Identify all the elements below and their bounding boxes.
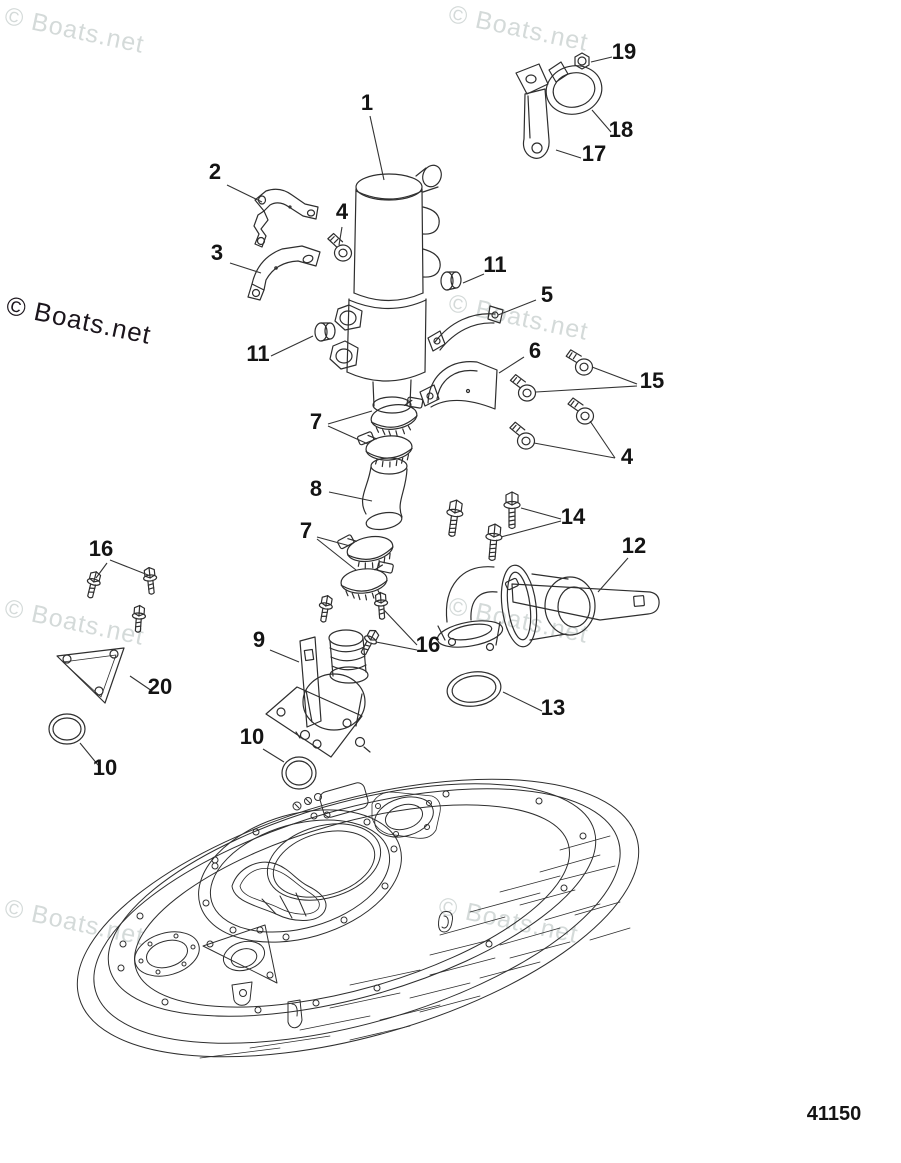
part-2-bracket — [253, 188, 319, 248]
callout-11: 11 — [246, 341, 269, 366]
part-4-screw — [567, 397, 595, 425]
part-14-bolt — [443, 498, 466, 538]
callout-6: 6 — [529, 338, 541, 363]
part-11-plug — [440, 271, 462, 291]
callout-16b: 16 — [416, 632, 440, 657]
callout-1: 1 — [361, 90, 373, 115]
part-16-bolt — [130, 604, 147, 634]
callout-18: 18 — [609, 117, 633, 142]
callout-17: 17 — [582, 141, 606, 166]
part-4-screw — [324, 232, 355, 263]
part-6-saddle — [419, 361, 498, 410]
callout-12: 12 — [622, 533, 646, 558]
part-19-nut — [574, 52, 590, 70]
part-16-bolt — [373, 591, 390, 621]
callout-15: 15 — [640, 368, 664, 393]
part-18-clamp — [545, 61, 603, 115]
part-5-strap — [427, 305, 504, 352]
part-7-hose-clamp — [368, 394, 429, 440]
callout-20: 20 — [148, 674, 172, 699]
part-7-hose-clamp — [338, 559, 398, 603]
diagram-number: 41150 — [807, 1103, 862, 1125]
part-1-muffler — [329, 164, 442, 414]
part-20-plate — [56, 647, 125, 704]
callout-13: 13 — [541, 695, 565, 720]
mounting-plate — [76, 778, 640, 1059]
callout-7: 7 — [310, 409, 322, 434]
part-7-hose-clamp — [335, 526, 397, 574]
callout-19: 19 — [612, 39, 636, 64]
callout-8: 8 — [310, 476, 322, 501]
part-15-screw — [565, 347, 594, 377]
part-16-bolt — [82, 569, 104, 600]
leader-lines — [79, 56, 638, 766]
part-16-bolt — [141, 566, 159, 596]
part-11-plug — [314, 322, 336, 342]
callout-3: 3 — [211, 240, 223, 265]
part-14-bolt — [483, 522, 504, 562]
part-17-bracket — [515, 63, 550, 159]
callout-11b: 11 — [483, 252, 506, 277]
callout-9: 9 — [253, 627, 265, 652]
part-14-bolt — [503, 491, 521, 530]
part-13-o-ring — [446, 671, 502, 707]
callout-16: 16 — [89, 536, 113, 561]
part-16-bolt — [316, 593, 335, 624]
callout-10b: 10 — [240, 724, 264, 749]
callout-2: 2 — [209, 159, 221, 184]
callout-4b: 4 — [621, 444, 634, 469]
part-4-screw — [507, 421, 537, 451]
part-12-elbow — [436, 564, 660, 652]
part-8-hose — [361, 457, 408, 531]
part-9-pump — [265, 629, 371, 758]
callout-4: 4 — [336, 199, 349, 224]
callout-5: 5 — [541, 282, 553, 307]
part-10-o-ring — [281, 756, 317, 790]
callout-7b: 7 — [300, 518, 312, 543]
callout-14: 14 — [561, 504, 586, 529]
callout-10: 10 — [93, 755, 117, 780]
part-15-screw — [509, 373, 537, 402]
part-10-o-ring — [48, 713, 86, 745]
part-3-bracket — [247, 245, 321, 301]
